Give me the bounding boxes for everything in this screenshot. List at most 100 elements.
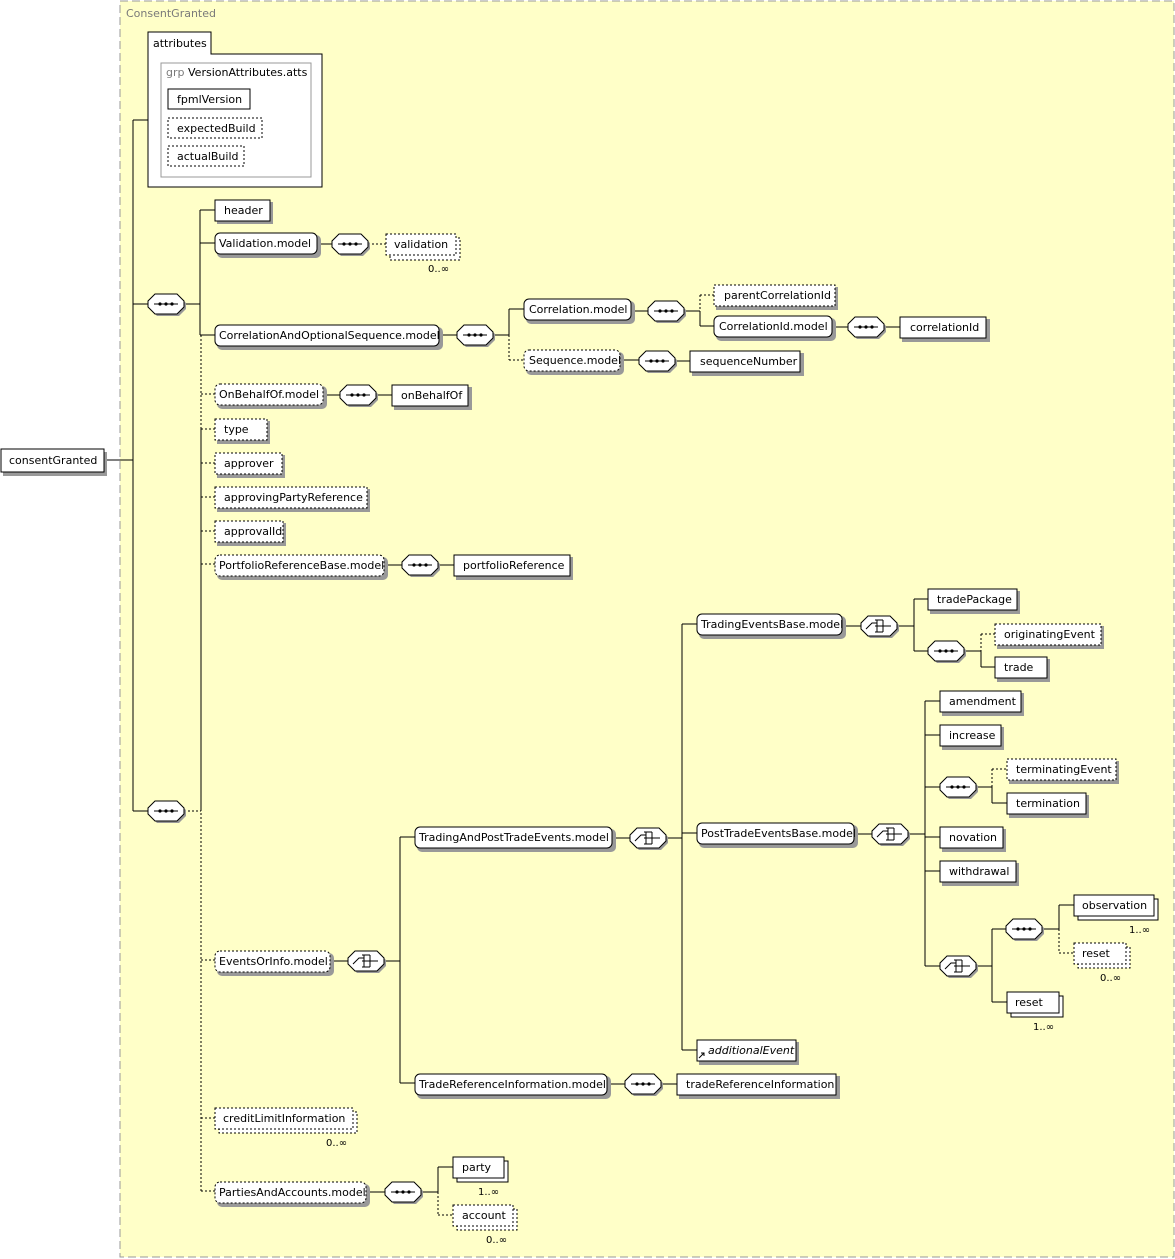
svg-text:creditLimitInformation: creditLimitInformation <box>223 1112 345 1125</box>
element-trade-package[interactable]: tradePackage <box>927 588 1020 614</box>
sequence-compositor-portfolio <box>401 554 440 577</box>
svg-text:fpmlVersion: fpmlVersion <box>177 93 242 106</box>
svg-text:Correlation.model: Correlation.model <box>529 303 627 316</box>
element-withdrawal[interactable]: withdrawal <box>939 860 1019 886</box>
model-group-correlation-seq[interactable]: CorrelationAndOptionalSequence.model <box>214 324 443 350</box>
element-validation[interactable]: validation <box>385 233 461 261</box>
element-sequence-number[interactable]: sequenceNumber <box>689 350 804 376</box>
svg-text:reset: reset <box>1082 947 1111 960</box>
element-increase[interactable]: increase <box>939 724 1004 750</box>
svg-text:tradePackage: tradePackage <box>937 593 1012 606</box>
element-header[interactable]: header <box>214 199 273 224</box>
connector-lines <box>104 119 1074 1216</box>
svg-text:Sequence.model: Sequence.model <box>529 354 621 367</box>
svg-text:originatingEvent: originatingEvent <box>1004 628 1096 641</box>
element-novation[interactable]: novation <box>939 826 1006 852</box>
element-terminating-event[interactable]: terminatingEvent <box>1006 758 1119 784</box>
element-approver[interactable]: approver <box>214 452 285 478</box>
svg-text:withdrawal: withdrawal <box>949 865 1009 878</box>
svg-text:trade: trade <box>1004 661 1034 674</box>
model-group-correlation-id[interactable]: CorrelationId.model <box>713 315 836 341</box>
svg-text:header: header <box>224 204 263 217</box>
attribute-actual-build[interactable]: actualBuild <box>167 145 245 167</box>
svg-text:correlationId: correlationId <box>910 321 979 334</box>
attribute-expected-build[interactable]: expectedBuild <box>167 117 263 139</box>
element-credit-limit-information[interactable]: creditLimitInformation <box>214 1107 358 1134</box>
model-group-post-trade-events-base[interactable]: PostTradeEventsBase.model <box>696 822 858 848</box>
svg-text:actualBuild: actualBuild <box>177 150 238 163</box>
svg-text:TradingEventsBase.model: TradingEventsBase.model <box>700 618 843 631</box>
svg-text:EventsOrInfo.model: EventsOrInfo.model <box>219 955 328 968</box>
root-element-consent-granted[interactable]: consentGranted <box>0 448 107 476</box>
element-trade[interactable]: trade <box>994 656 1050 682</box>
element-party[interactable]: party <box>452 1156 509 1183</box>
element-observation[interactable]: observation <box>1073 894 1159 921</box>
sequence-compositor-correlation <box>647 300 686 323</box>
model-group-events-or-info[interactable]: EventsOrInfo.model <box>214 950 334 976</box>
model-group-trading-events-base[interactable]: TradingEventsBase.model <box>696 613 846 639</box>
model-group-sequence[interactable]: Sequence.model <box>523 349 624 375</box>
svg-text:Validation.model: Validation.model <box>219 237 311 250</box>
element-amendment[interactable]: amendment <box>939 690 1024 716</box>
element-type[interactable]: type <box>214 418 270 444</box>
svg-text:validation: validation <box>394 238 448 251</box>
svg-text:parentCorrelationId: parentCorrelationId <box>724 289 831 302</box>
svg-text:reset: reset <box>1015 996 1044 1009</box>
svg-text:approvalId: approvalId <box>224 525 282 538</box>
element-trade-reference-information[interactable]: tradeReferenceInformation <box>676 1073 840 1099</box>
element-additional-event[interactable]: additionalEvent <box>696 1039 799 1065</box>
model-group-parties-and-accounts[interactable]: PartiesAndAccounts.model <box>214 1181 370 1207</box>
svg-text:CorrelationId.model: CorrelationId.model <box>719 320 828 333</box>
svg-text:party: party <box>462 1161 492 1174</box>
model-group-trade-reference-information[interactable]: TradeReferenceInformation.model <box>414 1073 611 1099</box>
svg-text:onBehalfOf: onBehalfOf <box>401 389 463 402</box>
choice-compositor-events-or-info <box>347 950 386 973</box>
svg-text:TradingAndPostTradeEvents.mode: TradingAndPostTradeEvents.model <box>418 831 609 844</box>
cardinality-observation: 1..∞ <box>1129 925 1150 936</box>
svg-text:terminatingEvent: terminatingEvent <box>1016 763 1112 776</box>
model-group-trading-post-trade[interactable]: TradingAndPostTradeEvents.model <box>414 826 616 852</box>
element-approving-party-reference[interactable]: approvingPartyReference <box>214 486 370 512</box>
element-reset[interactable]: reset <box>1006 991 1064 1018</box>
svg-text:PartiesAndAccounts.model: PartiesAndAccounts.model <box>219 1186 366 1199</box>
choice-compositor-trading-events <box>860 615 899 638</box>
attribute-fpml-version[interactable]: fpmlVersion <box>167 88 251 110</box>
svg-text:account: account <box>462 1209 507 1222</box>
element-correlation-id[interactable]: correlationId <box>899 316 990 342</box>
choice-compositor-trading-post-trade <box>629 827 668 850</box>
cardinality-account: 0..∞ <box>486 1235 507 1246</box>
model-group-correlation[interactable]: Correlation.model <box>523 298 635 324</box>
sequence-compositor-2 <box>147 800 186 823</box>
sequence-compositor-trade <box>927 640 966 663</box>
cardinality-credit-limit-information: 0..∞ <box>326 1138 347 1149</box>
svg-text:observation: observation <box>1082 899 1147 912</box>
element-reset-optional[interactable]: reset <box>1073 942 1131 969</box>
model-group-portfolio-reference-base[interactable]: PortfolioReferenceBase.model <box>214 554 388 580</box>
group-prefix: grp <box>166 66 185 79</box>
element-approval-id[interactable]: approvalId <box>214 520 286 546</box>
svg-text:approver: approver <box>224 457 274 470</box>
choice-compositor-reset <box>939 955 978 978</box>
container-title: ConsentGranted <box>126 7 216 20</box>
sequence-compositor-correlation-id <box>847 316 886 339</box>
sequence-compositor-trade-ref <box>624 1073 663 1096</box>
model-group-validation[interactable]: Validation.model <box>214 232 321 258</box>
model-group-on-behalf-of[interactable]: OnBehalfOf.model <box>214 383 327 409</box>
element-termination[interactable]: termination <box>1006 792 1089 818</box>
svg-text:increase: increase <box>949 729 996 742</box>
element-on-behalf-of[interactable]: onBehalfOf <box>391 384 472 410</box>
element-portfolio-reference[interactable]: portfolioReference <box>453 554 573 580</box>
element-parent-correlation-id[interactable]: parentCorrelationId <box>713 284 838 310</box>
svg-text:OnBehalfOf.model: OnBehalfOf.model <box>219 388 319 401</box>
svg-text:expectedBuild: expectedBuild <box>177 122 256 135</box>
element-originating-event[interactable]: originatingEvent <box>994 623 1104 649</box>
sequence-compositor-on-behalf-of <box>339 384 378 407</box>
sequence-compositor-observation <box>1005 918 1044 941</box>
choice-compositor-post-trade <box>871 823 910 846</box>
svg-text:sequenceNumber: sequenceNumber <box>700 355 798 368</box>
cardinality-reset: 1..∞ <box>1033 1022 1054 1033</box>
svg-text:termination: termination <box>1016 797 1080 810</box>
element-account[interactable]: account <box>452 1204 518 1231</box>
sequence-compositor-validation <box>331 233 370 256</box>
